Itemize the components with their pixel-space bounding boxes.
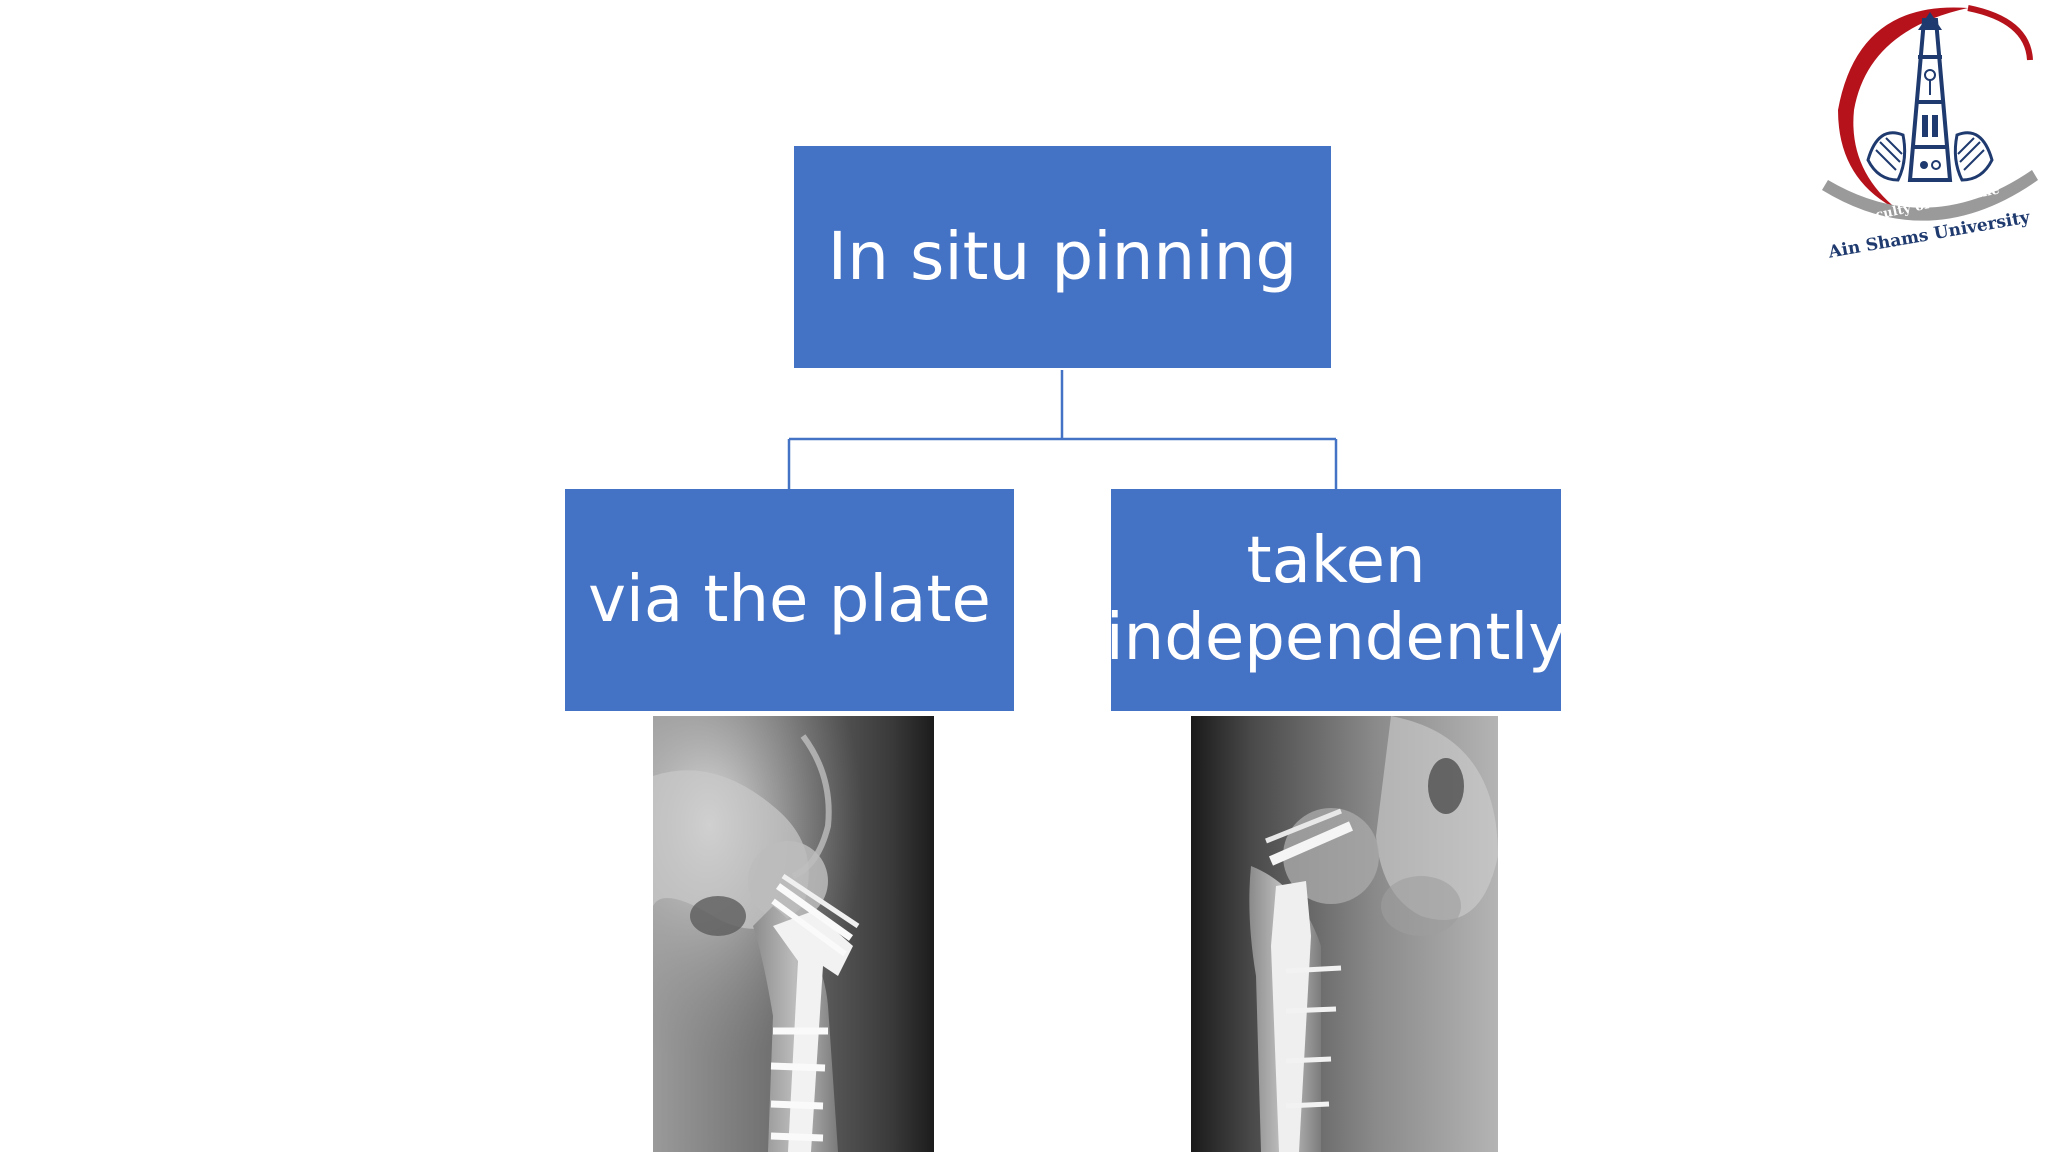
diagram-root-label: In situ pinning	[827, 218, 1298, 296]
hip-xray-plate-icon	[653, 716, 934, 1152]
diagram-child-label-plate: via the plate	[588, 562, 991, 637]
diagram-root-box: In situ pinning	[794, 146, 1331, 368]
hip-xray-independent-image	[1191, 716, 1498, 1152]
hip-xray-independent-screw-icon	[1191, 716, 1498, 1152]
ain-shams-faculty-medicine-logo-icon: Faculty of Medicine Ain Shams University	[1822, 5, 2038, 263]
diagram-child-box-plate: via the plate	[565, 489, 1014, 711]
hip-xray-plate-image	[653, 716, 934, 1152]
diagram-child-box-independent: taken independently	[1106, 489, 1566, 711]
university-logo: Faculty of Medicine Ain Shams University	[1818, 0, 2048, 263]
diagram-child-label-independent: taken independently	[1105, 524, 1567, 675]
